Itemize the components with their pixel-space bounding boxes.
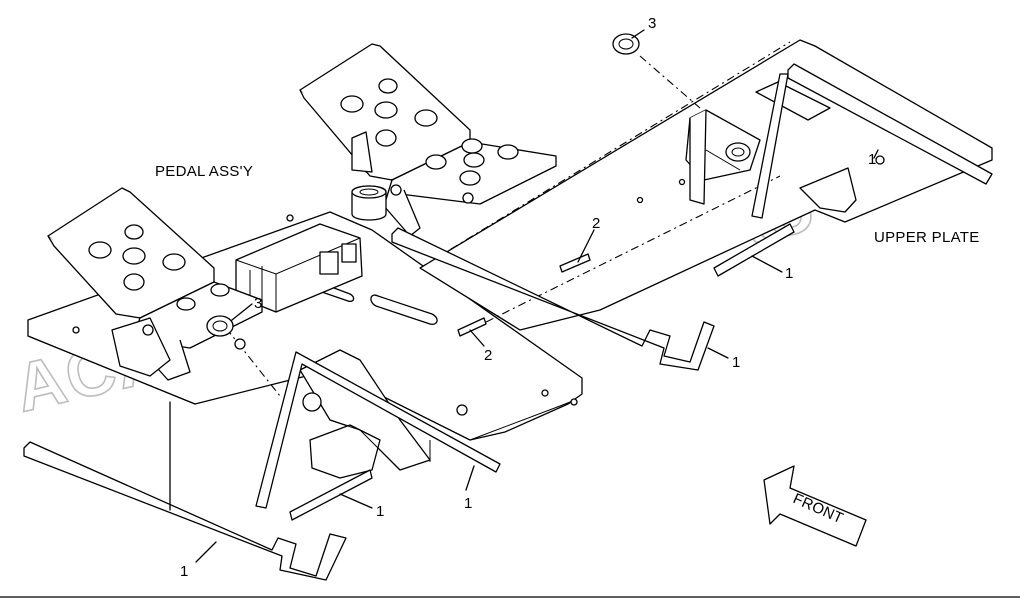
callout-part-1: 1 [785,265,793,282]
cap-part-3-lower [206,315,234,337]
upper-plate [419,39,993,331]
leader-dash [639,55,701,109]
callout-part-1: 1 [732,354,740,371]
seal-strip-part-1 [23,63,993,581]
pedal-assy-caption: PEDAL ASS'Y [155,163,253,180]
callout-part-3: 3 [648,15,656,32]
leader-dash [225,327,281,397]
pin-part-2 [457,253,591,337]
callout-part-2: 2 [592,215,600,232]
callout-part-1: 1 [868,151,876,168]
alignment-line [469,175,781,331]
cap-part-3-upper [612,33,640,55]
pedal-right [299,43,557,237]
callout-part-3: 3 [254,295,262,312]
callout-part-1: 1 [464,495,472,512]
pedal-left [47,187,263,381]
callout-part-1: 1 [180,563,188,580]
callout-part-2: 2 [484,347,492,364]
leader-lines [169,29,879,563]
callout-part-1: 1 [376,503,384,520]
front-arrow: FRONT [763,465,867,547]
alignment-line [419,41,791,269]
upper-plate-caption: UPPER PLATE [874,229,980,246]
callout-labels: 1 1 1 1 1 1 2 2 3 3 [180,15,876,580]
